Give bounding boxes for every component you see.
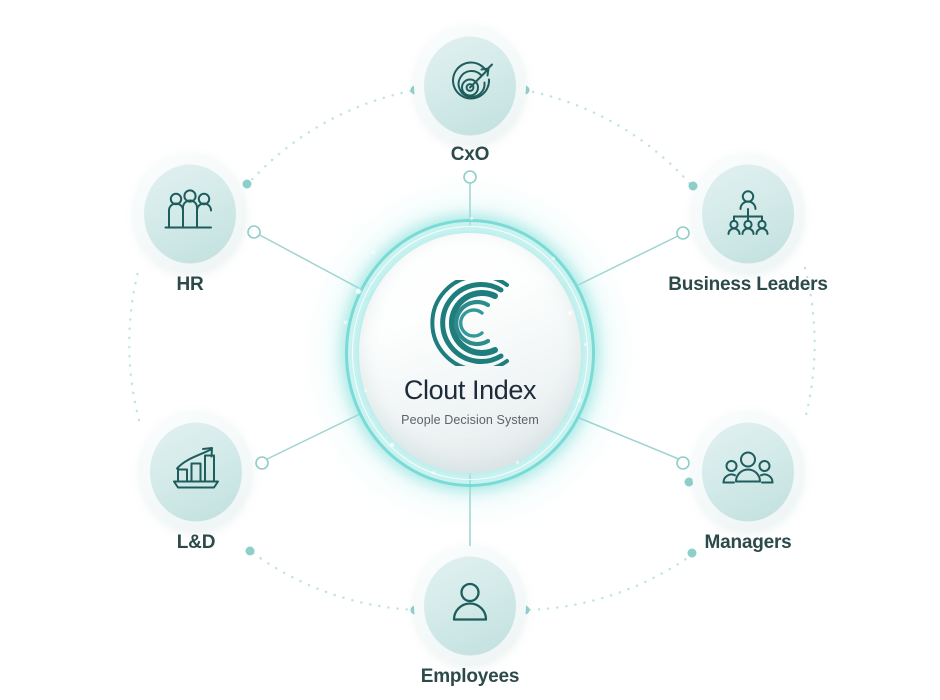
node-label-cxo: CxO xyxy=(450,144,490,165)
arc-hr-cxo xyxy=(244,88,418,188)
node-inner-disc xyxy=(702,164,794,264)
node-business-leaders[interactable] xyxy=(692,154,804,274)
hub-accent-ring xyxy=(345,219,595,487)
node-inner-disc xyxy=(424,556,516,656)
target-bullseye-arrow-icon xyxy=(444,58,496,115)
node-inner-disc xyxy=(144,164,236,264)
node-label-employees: Employees xyxy=(420,666,520,687)
node-cxo[interactable] xyxy=(414,26,526,146)
arc-cxo-business xyxy=(522,88,695,189)
spoke-endpoint-hr xyxy=(247,225,261,239)
central-hub[interactable]: Clout Index People Decision System xyxy=(305,178,635,528)
node-ld[interactable] xyxy=(140,412,252,532)
hub-inner-hairline-ring xyxy=(352,226,588,480)
arc-employees-ld xyxy=(247,548,418,612)
clout-index-logo-icon xyxy=(422,273,518,372)
three-people-bar-chart-icon xyxy=(164,186,216,243)
single-person-icon xyxy=(444,578,496,635)
node-managers[interactable] xyxy=(692,412,804,532)
node-inner-disc xyxy=(424,36,516,136)
growth-bar-chart-arrow-icon xyxy=(170,444,222,501)
spoke-endpoint-business xyxy=(676,226,690,240)
node-label-business-leaders: Business Leaders xyxy=(668,274,828,295)
node-label-ld: L&D xyxy=(176,532,216,553)
arc-managers-employees xyxy=(522,552,695,612)
hub-title: Clout Index xyxy=(403,374,537,405)
arc-ld-hr xyxy=(128,266,141,422)
node-hr[interactable] xyxy=(134,154,246,274)
spoke-endpoint-ld xyxy=(255,456,269,470)
spoke-endpoint-managers xyxy=(676,456,690,470)
node-inner-disc xyxy=(150,422,242,522)
hub-core-disc: Clout Index People Decision System xyxy=(359,233,581,473)
three-people-group-icon xyxy=(722,444,774,501)
node-label-hr: HR xyxy=(176,274,204,295)
node-employees[interactable] xyxy=(414,546,526,666)
hub-subtitle: People Decision System xyxy=(401,412,539,427)
node-inner-disc xyxy=(702,422,794,522)
arc-dot xyxy=(687,548,697,558)
node-label-managers: Managers xyxy=(704,532,792,553)
arc-dot xyxy=(245,546,255,556)
org-chart-hierarchy-icon xyxy=(722,186,774,243)
